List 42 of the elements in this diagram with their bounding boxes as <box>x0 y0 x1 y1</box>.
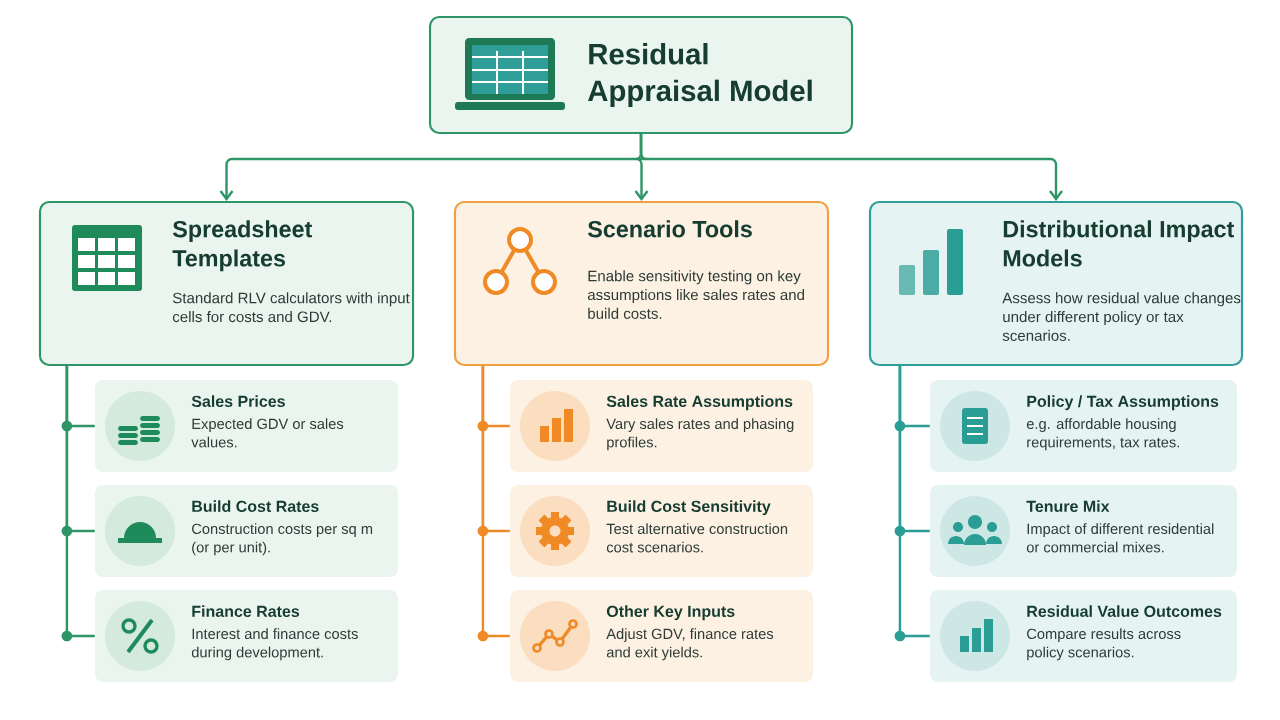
connector <box>894 366 930 642</box>
box-description: Enable sensitivity testing on key assumptions like sales rates and build costs. <box>587 270 804 319</box>
category-box <box>868 200 1244 367</box>
category-box <box>453 200 830 367</box>
box-description: Standard RLV calculators with input cells for costs and GDV. <box>172 292 410 323</box>
card-heading: Build Cost Rates <box>192 500 319 512</box>
card-heading: Sales Rate Assumptions <box>606 395 793 411</box>
card-heading: Other Key Inputs <box>606 605 735 621</box>
connector <box>61 366 95 642</box>
card-description: Vary sales rates and phasing profiles. <box>606 418 794 451</box>
card-heading: Build Cost Sensitivity <box>607 500 771 516</box>
category-box <box>38 200 415 367</box>
card-heading: Policy / Tax Assumptions <box>1027 395 1219 411</box>
card <box>510 380 813 472</box>
connector <box>639 134 1063 201</box>
card <box>95 590 398 682</box>
card <box>95 485 398 577</box>
card-heading: Sales Prices <box>191 395 285 407</box>
box-heading: Spreadsheet Templates <box>172 220 313 272</box>
title-box <box>428 15 854 135</box>
card-description: e.g. affordable housing requirements, tax rates. <box>1026 418 1179 451</box>
card <box>95 380 398 472</box>
box-heading: Distributional Impact Models <box>1003 220 1235 267</box>
card-description: Interest and finance costs during development. <box>191 628 358 661</box>
card-heading: Finance Rates <box>192 605 300 617</box>
card <box>510 485 813 577</box>
card <box>510 590 813 682</box>
box-description: Assess how residual value changes under different policy or tax scenarios. <box>1002 292 1241 341</box>
connector <box>477 366 510 642</box>
card-description: Expected GDV or sales values. <box>191 418 344 448</box>
card <box>930 590 1237 682</box>
card <box>930 485 1237 577</box>
box-heading: Scenario Tools <box>587 220 752 238</box>
card-description: Construction costs per sq m (or per unit). <box>192 523 373 556</box>
card-description: Compare results across policy scenarios. <box>1027 628 1181 661</box>
card <box>930 380 1237 472</box>
card-heading: Tenure Mix <box>1026 500 1110 512</box>
card-description: Impact of different residential or commercial mixes. <box>1026 523 1214 553</box>
title-text: Residual Appraisal Model <box>588 43 812 107</box>
card-heading: Residual Value Outcomes <box>1027 605 1222 617</box>
card-description: Adjust GDV, finance rates and exit yields. <box>606 628 774 661</box>
card-description: Test alternative construction cost scenarios. <box>606 523 788 553</box>
